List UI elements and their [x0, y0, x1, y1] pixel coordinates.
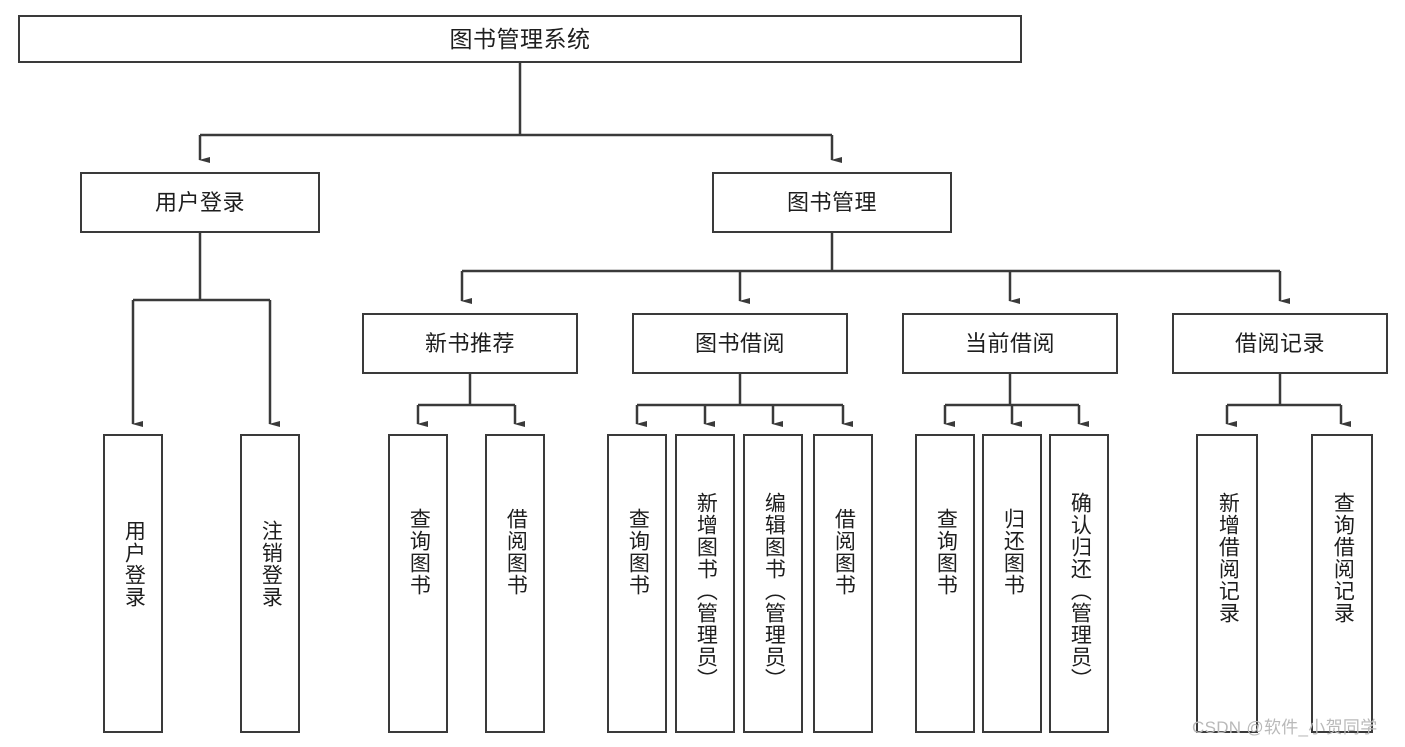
leaf-borrow-book-recommend[interactable]: 借阅图书 — [485, 434, 545, 733]
node-label: 查询图书 — [407, 508, 431, 596]
node-label: 用户登录 — [122, 520, 146, 608]
leaf-confirm-return-admin[interactable]: 确认归还（管理员） — [1049, 434, 1109, 733]
leaf-edit-book-admin[interactable]: 编辑图书（管理员） — [743, 434, 803, 733]
node-label: 图书管理 — [786, 189, 877, 215]
node-book-borrow[interactable]: 图书借阅 — [632, 313, 848, 374]
node-root-system[interactable]: 图书管理系统 — [18, 15, 1022, 63]
leaf-query-borrow-record[interactable]: 查询借阅记录 — [1311, 434, 1373, 733]
leaf-add-book-admin[interactable]: 新增图书（管理员） — [675, 434, 735, 733]
node-label: 编辑图书（管理员） — [762, 492, 786, 690]
node-borrow-record[interactable]: 借阅记录 — [1172, 313, 1388, 374]
node-label: 新增图书（管理员） — [694, 492, 718, 690]
leaf-user-login[interactable]: 用户登录 — [103, 434, 163, 733]
node-label: 确认归还（管理员） — [1068, 492, 1092, 690]
node-label: 查询图书 — [934, 508, 958, 596]
node-label: 借阅记录 — [1234, 330, 1325, 356]
leaf-borrow-book[interactable]: 借阅图书 — [813, 434, 873, 733]
leaf-add-borrow-record[interactable]: 新增借阅记录 — [1196, 434, 1258, 733]
node-label: 借阅图书 — [504, 508, 528, 596]
node-label: 图书管理系统 — [449, 25, 591, 52]
node-book-management[interactable]: 图书管理 — [712, 172, 952, 233]
node-label: 当前借阅 — [964, 330, 1055, 356]
leaf-query-book-current[interactable]: 查询图书 — [915, 434, 975, 733]
node-label: 图书借阅 — [694, 330, 785, 356]
watermark-text: CSDN @软件_小贺同学 — [1192, 718, 1378, 737]
node-user-login[interactable]: 用户登录 — [80, 172, 320, 233]
leaf-logout-login[interactable]: 注销登录 — [240, 434, 300, 733]
node-label: 用户登录 — [154, 189, 245, 215]
node-label: 借阅图书 — [832, 508, 856, 596]
node-label: 新增借阅记录 — [1216, 492, 1240, 624]
node-label: 新书推荐 — [424, 330, 515, 356]
node-label: 查询图书 — [626, 508, 650, 596]
node-new-book-recommend[interactable]: 新书推荐 — [362, 313, 578, 374]
node-current-borrow[interactable]: 当前借阅 — [902, 313, 1118, 374]
node-label: 注销登录 — [259, 520, 283, 608]
node-label: 查询借阅记录 — [1331, 492, 1355, 624]
leaf-return-book[interactable]: 归还图书 — [982, 434, 1042, 733]
node-label: 归还图书 — [1001, 508, 1025, 596]
leaf-query-book-borrow[interactable]: 查询图书 — [607, 434, 667, 733]
leaf-query-book-recommend[interactable]: 查询图书 — [388, 434, 448, 733]
